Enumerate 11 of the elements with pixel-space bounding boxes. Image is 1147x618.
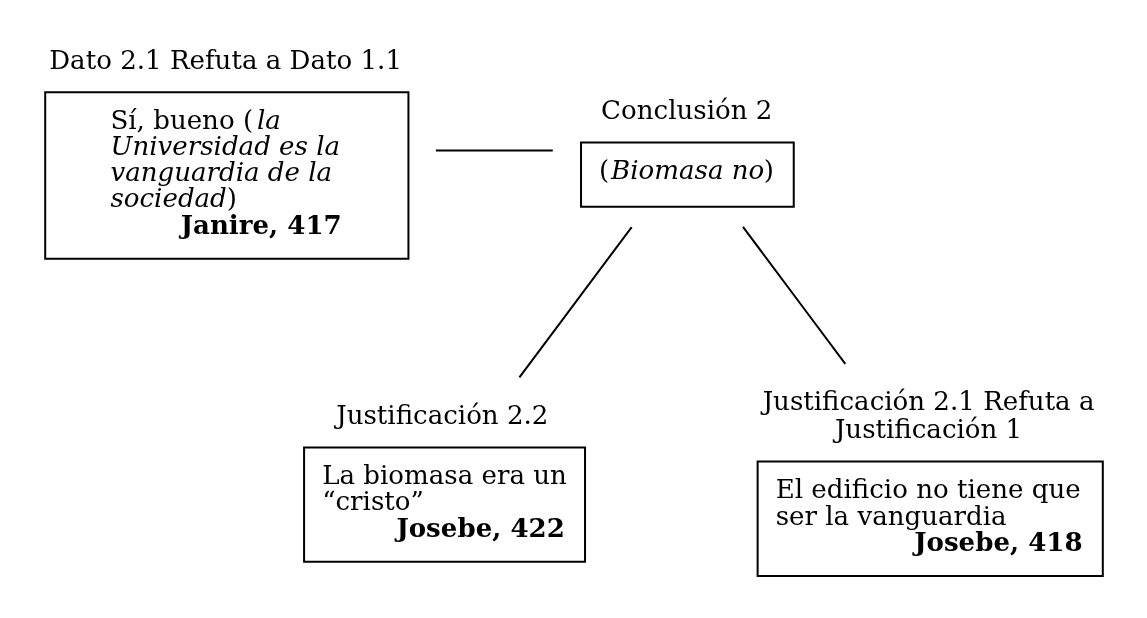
node-box: Sí, bueno (la Universidad es la vanguardia de la sociedad) Janire, 417: [44, 91, 410, 260]
node-label: Justificación 2.2: [336, 400, 549, 431]
node-label: Conclusión 2: [601, 95, 773, 126]
node-box: La biomasa era un “cristo” Josebe, 422: [303, 446, 587, 563]
node-box: (Biomasa no): [580, 141, 795, 208]
connector: [742, 226, 847, 365]
node-label: Dato 2.1 Refuta a Dato 1.1: [49, 44, 402, 75]
node-label: Justificación 2.1 Refuta a Justificación 1: [762, 386, 1095, 445]
connector: [435, 149, 553, 152]
node-box: El edificio no tiene que ser la vanguardia Josebe, 418: [756, 460, 1104, 577]
connector: [518, 226, 633, 378]
